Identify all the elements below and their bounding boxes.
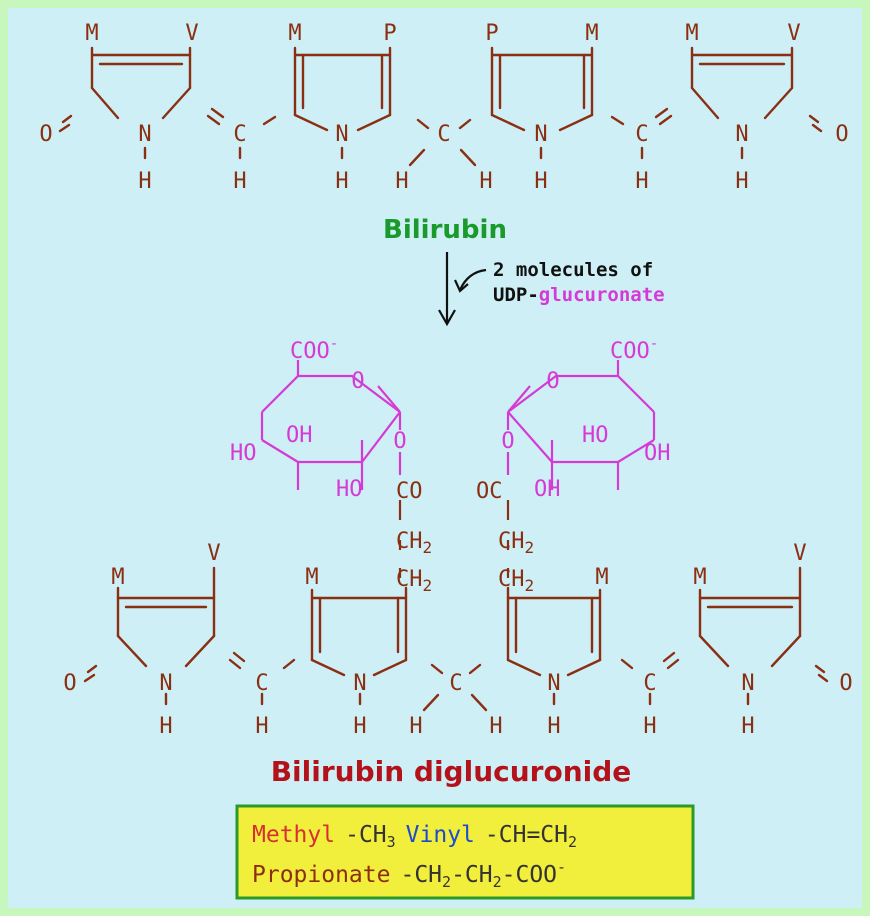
nitrogen-atom: N xyxy=(138,122,151,147)
methylene-label: CH2 xyxy=(498,529,534,557)
diagram-canvas: M V M P P M M V O O N N N N C C C H H H … xyxy=(8,8,862,908)
hydrogen-atom: H xyxy=(233,169,246,194)
substituent-label: V xyxy=(207,541,220,566)
hydrogen-atom: H xyxy=(547,714,560,739)
bilirubin-structure xyxy=(58,46,823,167)
substituent-label: P xyxy=(485,21,498,46)
substituent-label: V xyxy=(793,541,806,566)
substituent-label: V xyxy=(787,21,800,46)
hydrogen-atom: H xyxy=(255,714,268,739)
substituent-label: M xyxy=(85,21,98,46)
nitrogen-atom: N xyxy=(741,671,754,696)
substituent-label: P xyxy=(383,21,396,46)
hydroxyl-label: HO xyxy=(230,441,257,466)
methylene-label: CH2 xyxy=(396,567,432,595)
oxo-atom: O xyxy=(39,122,52,147)
nitrogen-atom: N xyxy=(534,122,547,147)
reagent-line-2: UDP-glucuronate xyxy=(493,284,665,306)
substituent-label: M xyxy=(693,565,706,590)
nitrogen-atom: N xyxy=(547,671,560,696)
hydroxyl-label: OH xyxy=(644,441,671,466)
hydroxyl-label: HO xyxy=(582,423,609,448)
hydroxyl-label: HO xyxy=(336,477,363,502)
substituent-label: M xyxy=(305,565,318,590)
linker-labels: CO OC CH2 CH2 CH2 CH2 xyxy=(396,479,534,595)
carbonyl-left: CO xyxy=(396,479,423,504)
hydroxyl-label: OH xyxy=(286,423,313,448)
methylene-label: CH2 xyxy=(396,529,432,557)
hydrogen-atom: H xyxy=(534,169,547,194)
hydrogen-atom: H xyxy=(489,714,502,739)
hydrogen-atom: H xyxy=(479,169,492,194)
hydrogen-atom: H xyxy=(643,714,656,739)
oxo-atom: O xyxy=(835,122,848,147)
glucuronate-highlight: glucuronate xyxy=(539,284,665,306)
hydrogen-atom: H xyxy=(741,714,754,739)
nitrogen-atom: N xyxy=(159,671,172,696)
bridge-carbon: C xyxy=(233,122,246,147)
glucuronide-labels: COO- O O HO OH HO COO- O O HO OH OH xyxy=(230,336,671,502)
carboxylate-right: COO- xyxy=(610,336,658,364)
hydroxyl-label: OH xyxy=(534,477,561,502)
hydrogen-atom: H xyxy=(335,169,348,194)
hydrogen-atom: H xyxy=(735,169,748,194)
bilirubin-title: Bilirubin xyxy=(383,215,507,245)
bilirubin-conjugation-diagram: M V M P P M M V O O N N N N C C C H H H … xyxy=(39,21,853,900)
bridge-carbon: C xyxy=(449,671,462,696)
reagent-line-1: 2 molecules of xyxy=(493,259,653,281)
bridge-carbon: C xyxy=(437,122,450,147)
carbonyl-right: OC xyxy=(476,479,503,504)
propionate-linkers xyxy=(398,500,510,578)
hydrogen-atom: H xyxy=(395,169,408,194)
diglucuronide-title: Bilirubin diglucuronide xyxy=(271,755,632,788)
bridge-carbon: C xyxy=(635,122,648,147)
ring-oxygen-right: O xyxy=(546,369,559,394)
nitrogen-atom: N xyxy=(353,671,366,696)
substituent-label: M xyxy=(585,21,598,46)
substituent-label: M xyxy=(595,565,608,590)
diglucuronide-atom-labels: M V M M M V O O N N N N C C C H H H H H … xyxy=(63,541,852,739)
bridge-carbon: C xyxy=(643,671,656,696)
oxo-atom: O xyxy=(839,671,852,696)
substituent-label: M xyxy=(288,21,301,46)
diglucuronide-structure xyxy=(83,566,829,712)
nitrogen-atom: N xyxy=(735,122,748,147)
nitrogen-atom: N xyxy=(335,122,348,147)
substituent-label: M xyxy=(111,565,124,590)
hydrogen-atom: H xyxy=(138,169,151,194)
glucuronide-rings xyxy=(260,360,656,490)
link-oxygen-right: O xyxy=(501,429,514,454)
hydrogen-atom: H xyxy=(635,169,648,194)
bridge-carbon: C xyxy=(255,671,268,696)
legend-propionate: Propionate-CH2-CH2-COO- xyxy=(252,858,566,891)
substituent-label: V xyxy=(185,21,198,46)
oxo-atom: O xyxy=(63,671,76,696)
hydrogen-atom: H xyxy=(159,714,172,739)
ring-oxygen-left: O xyxy=(351,369,364,394)
hydrogen-atom: H xyxy=(353,714,366,739)
hydrogen-atom: H xyxy=(409,714,422,739)
link-oxygen-left: O xyxy=(393,429,406,454)
substituent-label: M xyxy=(685,21,698,46)
reaction-arrow xyxy=(438,252,487,327)
methylene-label: CH2 xyxy=(498,567,534,595)
carboxylate-left: COO- xyxy=(290,336,338,364)
bilirubin-atom-labels: M V M P P M M V O O N N N N C C C H H H … xyxy=(39,21,848,194)
